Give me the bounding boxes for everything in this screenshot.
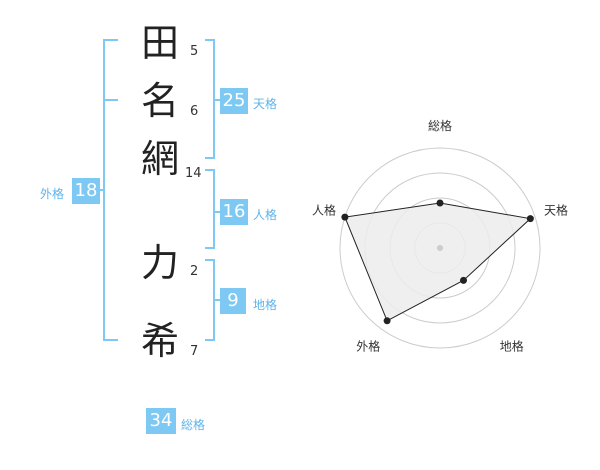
name-char-5: 希 [140,319,179,363]
soukaku-label: 総格 [181,418,206,432]
tenkaku-badge: 25 [220,88,248,114]
radar-axis-label-5: 人格 [312,202,336,217]
name-char-2: 名 [140,79,179,123]
radar-point-2 [526,215,534,223]
stroke-count-1: 5 [190,44,199,59]
radar-center [437,245,443,251]
stroke-count-3: 14 [185,166,202,181]
radar-polygon [344,202,532,322]
stroke-count-2: 6 [190,104,199,119]
tenkaku-label: 天格 [253,97,278,111]
soukaku-badge: 34 [146,408,176,434]
chikaku-badge: 9 [220,288,246,314]
jinkaku-label: 人格 [253,208,278,222]
radar-axis-label-2: 天格 [544,202,568,217]
jinkaku-badge: 16 [220,199,248,225]
radar-point-4 [383,317,391,325]
radar-axis-label-1: 総格 [428,118,452,133]
gaikaku-badge: 18 [72,178,100,204]
radar-point-5 [341,213,349,221]
gaikaku-label: 外格 [40,187,65,201]
radar-point-3 [460,276,468,284]
name-char-1: 田 [140,21,179,65]
radar-axis-label-3: 地格 [500,339,524,354]
chikaku-label: 地格 [253,298,278,312]
radar-point-1 [436,199,444,207]
name-char-4: 力 [140,241,179,285]
stroke-count-5: 7 [190,344,199,359]
radar-axis-label-4: 外格 [356,339,380,354]
radar-ring [339,147,541,349]
stroke-count-4: 2 [190,264,199,279]
name-char-3: 網 [140,137,179,181]
